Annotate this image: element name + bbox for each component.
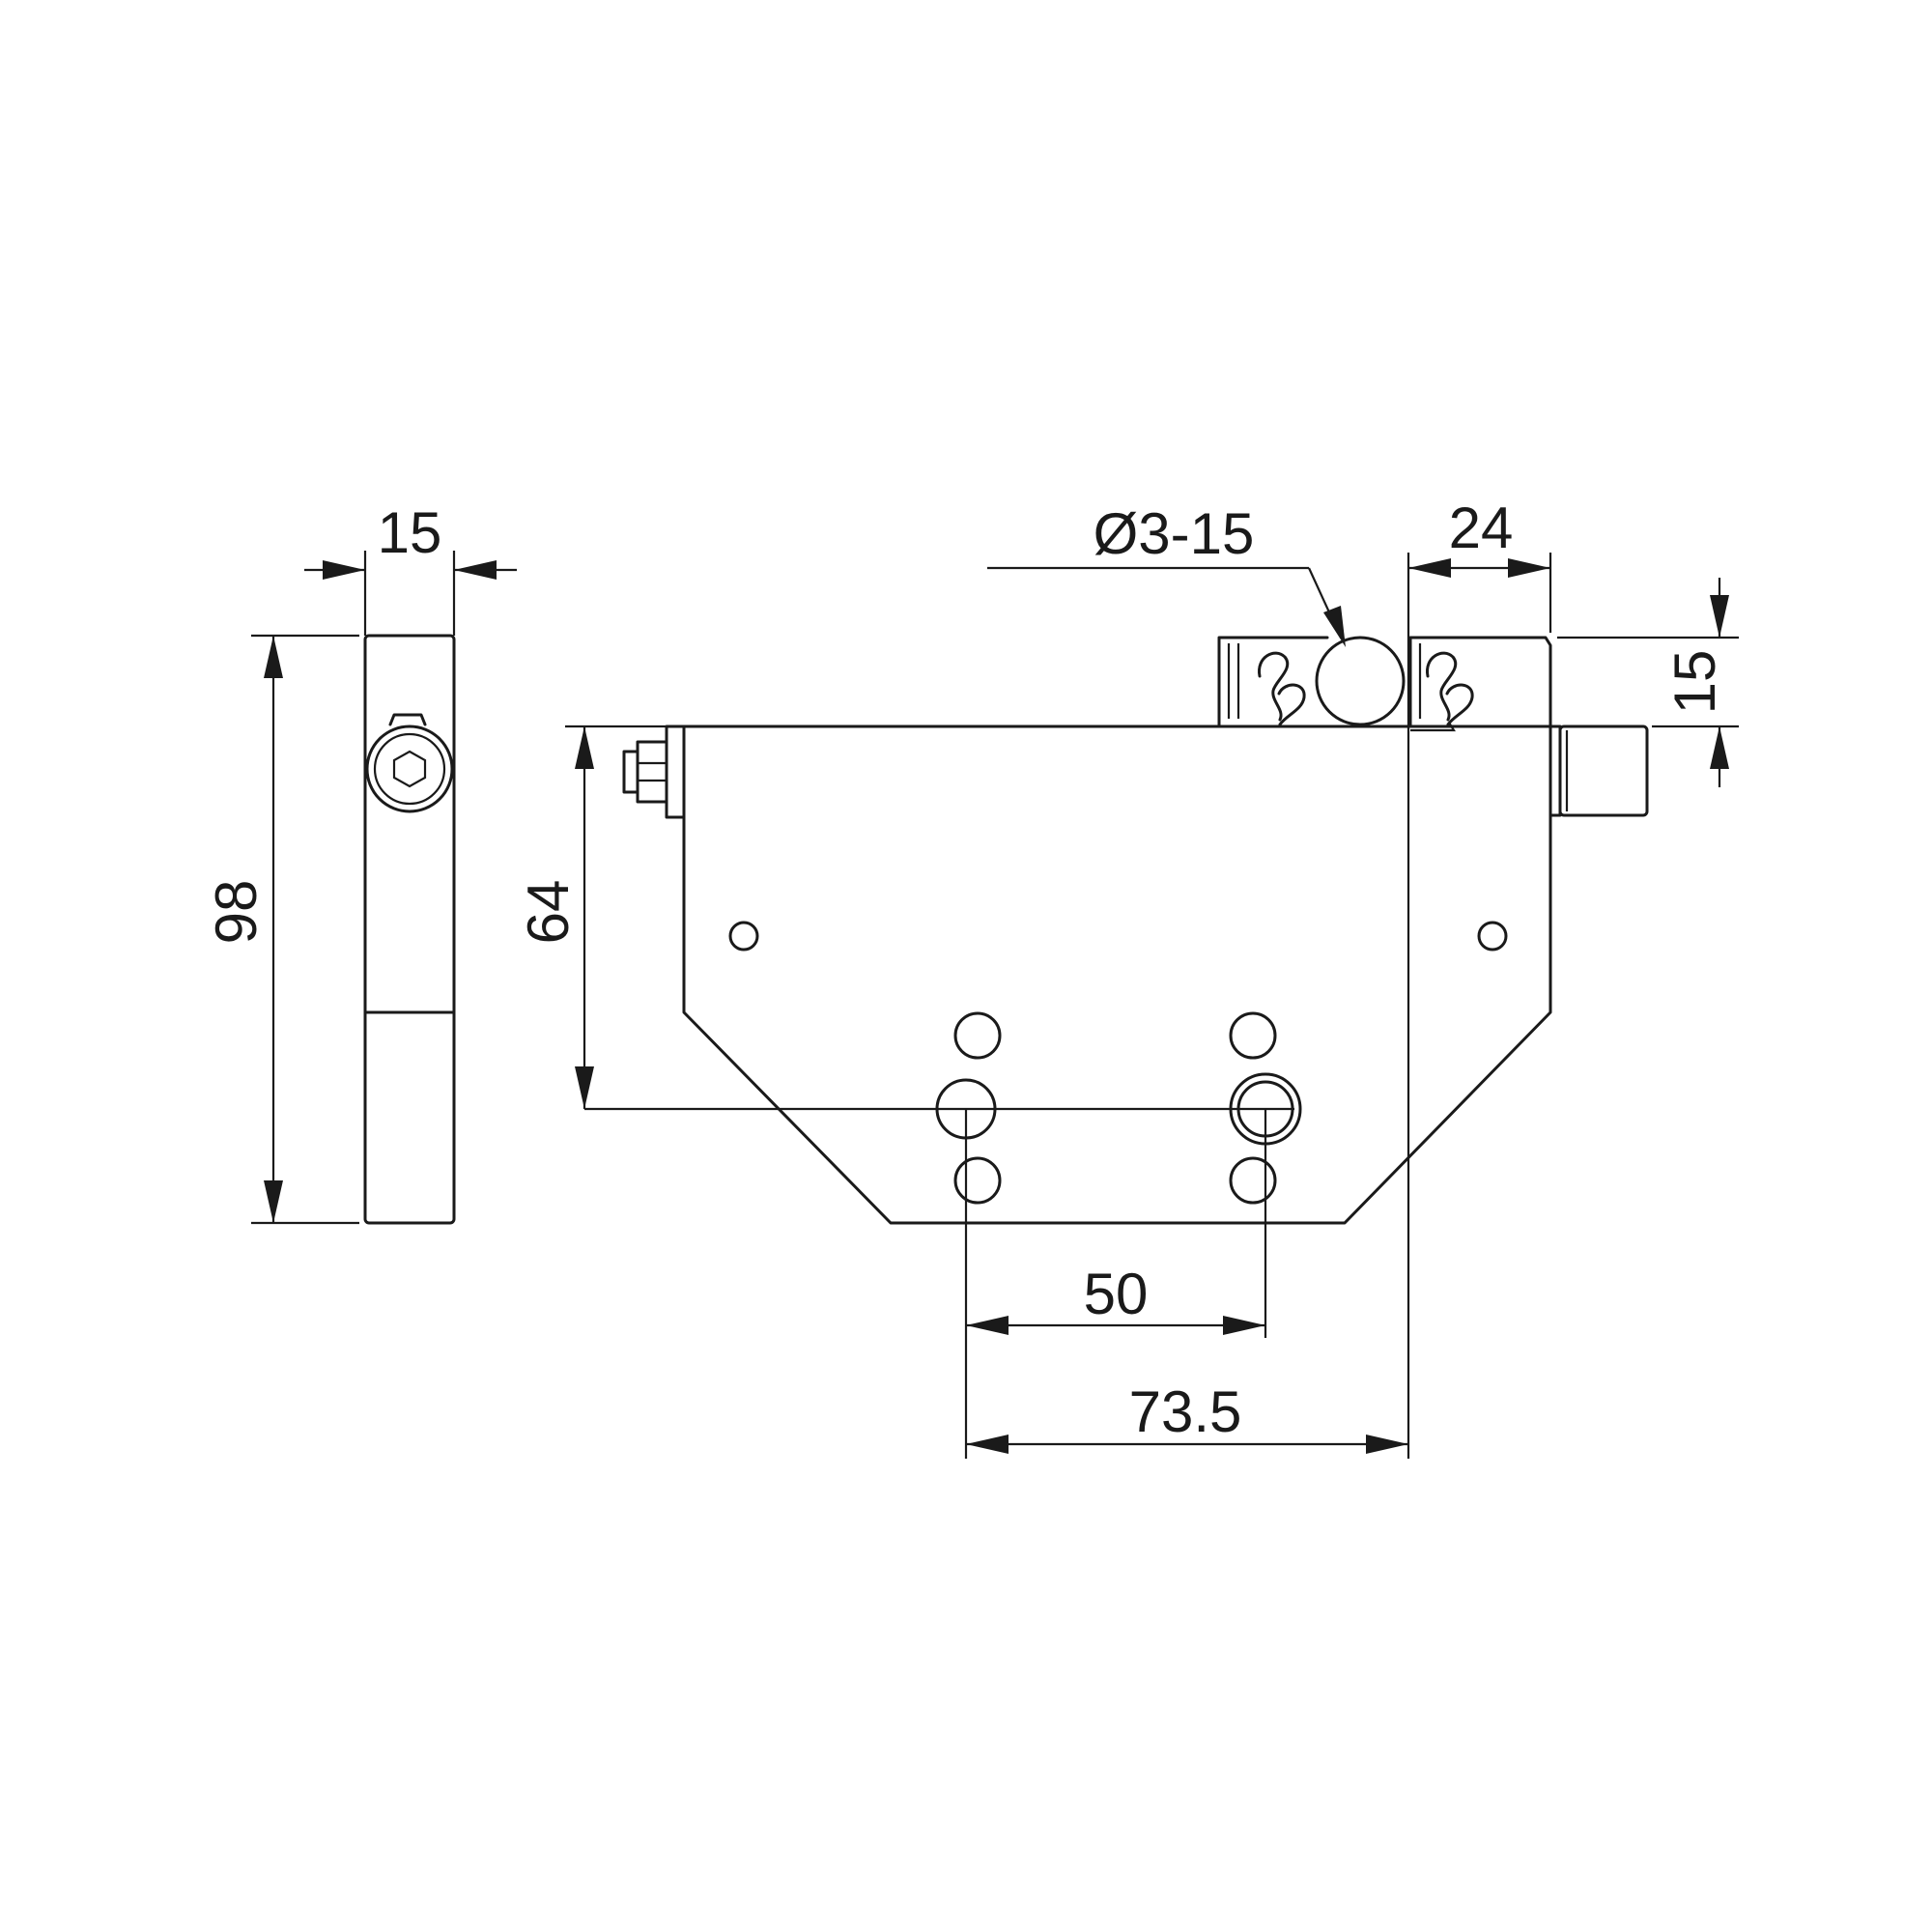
fiber-circle-icon: [1315, 636, 1406, 726]
dimension-label-side-width: 15: [378, 500, 442, 565]
dimension-body-height: 64: [516, 724, 667, 1109]
right-connector-icon: [1548, 724, 1649, 817]
dimension-diameter-range: Ø3-15: [987, 501, 1346, 647]
left-clamp-icon: [1217, 636, 1329, 728]
left-nut-icon: [622, 724, 686, 819]
dimension-top-width: 24: [1408, 496, 1552, 633]
right-clamp-icon: [1408, 636, 1552, 732]
hole-bottom-right: [1229, 1156, 1277, 1205]
hole-top-left: [953, 1011, 1002, 1060]
dimension-top-height: 15: [1557, 578, 1739, 787]
dimension-side-width: 15: [304, 500, 517, 636]
mounting-hole-left: [728, 921, 759, 952]
dimension-label-diameter-range: Ø3-15: [1094, 501, 1255, 566]
dimension-label-top-height: 15: [1662, 650, 1727, 715]
hole-top-right: [1229, 1011, 1277, 1060]
front-view: [584, 553, 1649, 1459]
side-view: [363, 634, 456, 1225]
dimension-side-height: 98: [204, 634, 359, 1225]
dimension-label-body-height: 64: [516, 880, 581, 945]
hex-screw-icon: [365, 713, 454, 813]
dimension-hole-spacing: 50: [966, 1262, 1265, 1335]
dimension-label-hole-spacing: 50: [1084, 1262, 1149, 1326]
front-view-body: [682, 724, 1552, 1225]
mounting-hole-right: [1477, 921, 1508, 952]
dimension-label-overall-offset: 73.5: [1129, 1379, 1242, 1444]
dimension-overall-offset: 73.5: [966, 1379, 1408, 1454]
side-view-body: [363, 634, 456, 1225]
hole-bottom-left: [953, 1156, 1002, 1205]
dimension-label-side-height: 98: [204, 880, 269, 945]
dimension-label-top-width: 24: [1449, 496, 1514, 560]
